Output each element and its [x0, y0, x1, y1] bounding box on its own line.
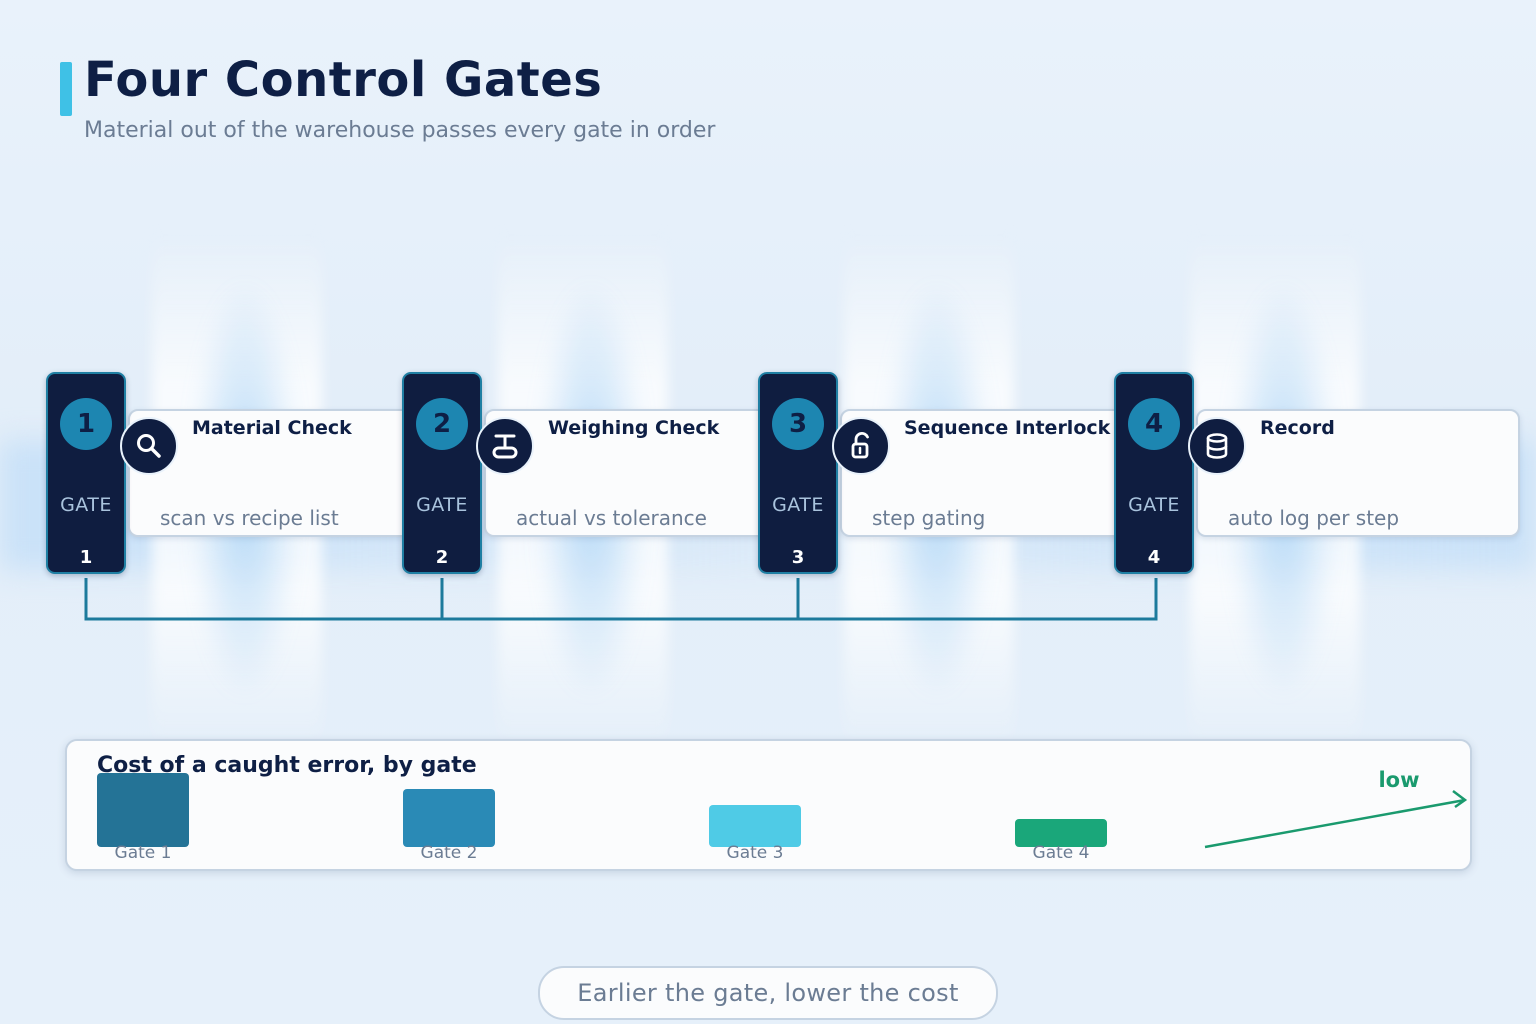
trend-arrow-head [1452, 790, 1468, 809]
magnifier-icon [120, 417, 178, 475]
step-title: Record [1260, 417, 1335, 439]
category-label: Gate 4 [1033, 843, 1090, 863]
step-card-material-check: Material Check scan vs recipe list [128, 409, 424, 537]
unlocked-padlock-icon [832, 417, 890, 475]
gate-label: GATE [772, 494, 824, 516]
cost-bar-4 [1015, 819, 1107, 847]
bus-line [84, 578, 1158, 621]
gate-4: 4 GATE 4 [1114, 372, 1194, 574]
gate-label: GATE [416, 494, 468, 516]
gate-number-badge: 3 [772, 398, 824, 450]
page-subtitle: Material out of the warehouse passes eve… [84, 118, 716, 143]
gate-index: 2 [435, 547, 449, 568]
step-title: Material Check [192, 417, 352, 439]
trend-annotation: low [1378, 768, 1419, 792]
page-title: Four Control Gates [84, 52, 603, 108]
step-detail: step gating [872, 506, 986, 530]
gate-number-badge: 4 [1128, 398, 1180, 450]
gate-index: 4 [1147, 547, 1161, 568]
trend-line [1204, 798, 1466, 849]
cost-bar-3 [709, 805, 801, 847]
step-card-record: Record auto log per step [1196, 409, 1520, 537]
step-detail: auto log per step [1228, 506, 1400, 530]
gate-1: 1 GATE 1 [46, 372, 126, 574]
cost-bar-chart: Gate 1 Gate 2 Gate 3 Gate 4 low [97, 768, 1468, 863]
scale-icon [476, 417, 534, 475]
category-label: Gate 2 [421, 843, 478, 863]
step-title: Sequence Interlock [904, 417, 1111, 439]
gate-3: 3 GATE 3 [758, 372, 838, 574]
gate-label: GATE [1128, 494, 1180, 516]
gate-index: 1 [79, 547, 93, 568]
gate-index: 3 [791, 547, 805, 568]
step-title: Weighing Check [548, 417, 720, 439]
step-detail: scan vs recipe list [160, 506, 339, 530]
cost-bar-2 [403, 789, 495, 847]
title-accent-bar [60, 62, 72, 116]
cost-bar-1 [97, 773, 189, 847]
gate-number-badge: 1 [60, 398, 112, 450]
gate-label: GATE [60, 494, 112, 516]
step-card-sequence-interlock: Sequence Interlock step gating [840, 409, 1136, 537]
gate-2: 2 GATE 2 [402, 372, 482, 574]
gate-number-badge: 2 [416, 398, 468, 450]
step-detail: actual vs tolerance [516, 506, 707, 530]
step-card-weighing-check: Weighing Check actual vs tolerance [484, 409, 780, 537]
database-icon [1188, 417, 1246, 475]
category-label: Gate 1 [115, 843, 172, 863]
category-label: Gate 3 [727, 843, 784, 863]
takeaway-pill: Earlier the gate, lower the cost [538, 966, 998, 1020]
